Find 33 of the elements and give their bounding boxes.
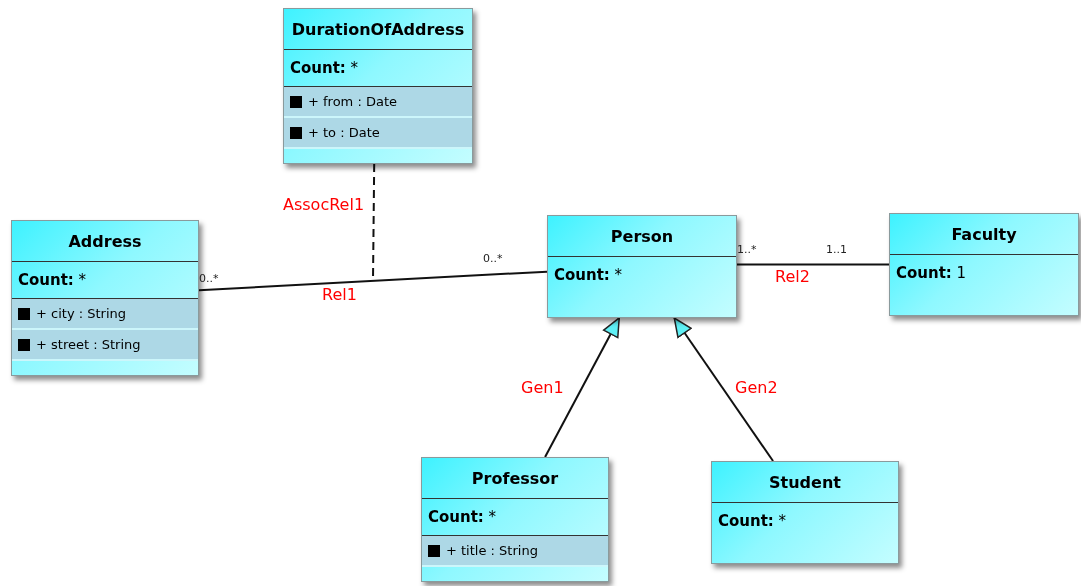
class-box bbox=[421, 457, 609, 582]
class-box bbox=[547, 215, 737, 318]
multiplicity-label: 0..* bbox=[199, 272, 219, 285]
class-name: Student bbox=[712, 462, 898, 503]
generalization-arrow bbox=[673, 317, 775, 462]
edge-label: Rel2 bbox=[775, 267, 810, 286]
class-name: Professor bbox=[422, 458, 608, 499]
multiplicity-label: 1..1 bbox=[826, 243, 847, 256]
multiplicity-label: 1..* bbox=[737, 243, 757, 256]
edge-label: Rel1 bbox=[322, 285, 357, 304]
edge-label: Gen2 bbox=[735, 378, 778, 397]
class-box bbox=[711, 461, 899, 564]
count-text: Count:* bbox=[717, 511, 788, 532]
association-line bbox=[736, 263, 890, 266]
class-name: Faculty bbox=[890, 214, 1078, 255]
class-box bbox=[889, 213, 1079, 316]
edge-label: AssocRel1 bbox=[283, 195, 365, 214]
count-text: Count:* bbox=[553, 265, 624, 286]
class-box bbox=[283, 8, 473, 164]
count-text: Count: 1 bbox=[895, 263, 968, 284]
attribute-text: + title : String bbox=[446, 543, 538, 558]
class-box bbox=[11, 220, 199, 376]
attribute-text: + to : Date bbox=[308, 125, 380, 140]
class-name: Address bbox=[12, 221, 198, 262]
association-line bbox=[198, 270, 548, 292]
attribute-text: + city : String bbox=[36, 306, 127, 321]
attribute-text: + street : String bbox=[36, 337, 141, 352]
attribute-text: + from : Date bbox=[308, 94, 397, 109]
edge-label: Gen1 bbox=[521, 378, 564, 397]
generalization-arrow bbox=[544, 317, 621, 458]
multiplicity-label: 0..* bbox=[483, 252, 503, 265]
class-name: DurationOfAddress bbox=[284, 9, 472, 50]
class-name: Person bbox=[548, 216, 736, 257]
